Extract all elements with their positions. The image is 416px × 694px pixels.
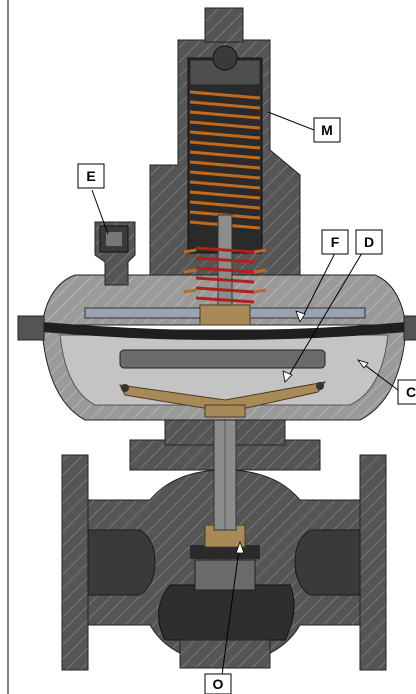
callout-m: M bbox=[313, 117, 341, 143]
callout-m-label: M bbox=[321, 122, 333, 138]
callout-o-label: O bbox=[213, 676, 224, 692]
callout-f-label: F bbox=[331, 234, 340, 250]
callout-c-label: C bbox=[406, 384, 416, 400]
leader-f bbox=[299, 252, 336, 323]
leader-o bbox=[221, 541, 241, 676]
relief-spring bbox=[195, 246, 255, 304]
callout-e-label: E bbox=[86, 168, 95, 184]
leader-e bbox=[91, 189, 109, 235]
arrow-heads bbox=[235, 310, 369, 554]
callout-f: F bbox=[321, 229, 349, 255]
callout-d-label: D bbox=[364, 234, 374, 250]
leader-m bbox=[267, 111, 315, 131]
callout-c: C bbox=[397, 379, 416, 405]
callout-d: D bbox=[355, 229, 383, 255]
leader-d bbox=[284, 252, 363, 383]
vent-port bbox=[94, 221, 136, 286]
callout-e: E bbox=[77, 163, 105, 189]
relief-seat bbox=[199, 304, 251, 326]
diaphragm-housing bbox=[17, 274, 416, 421]
main-spring bbox=[189, 90, 261, 230]
relief-spring-outer bbox=[183, 248, 267, 294]
callout-o: O bbox=[204, 673, 232, 694]
